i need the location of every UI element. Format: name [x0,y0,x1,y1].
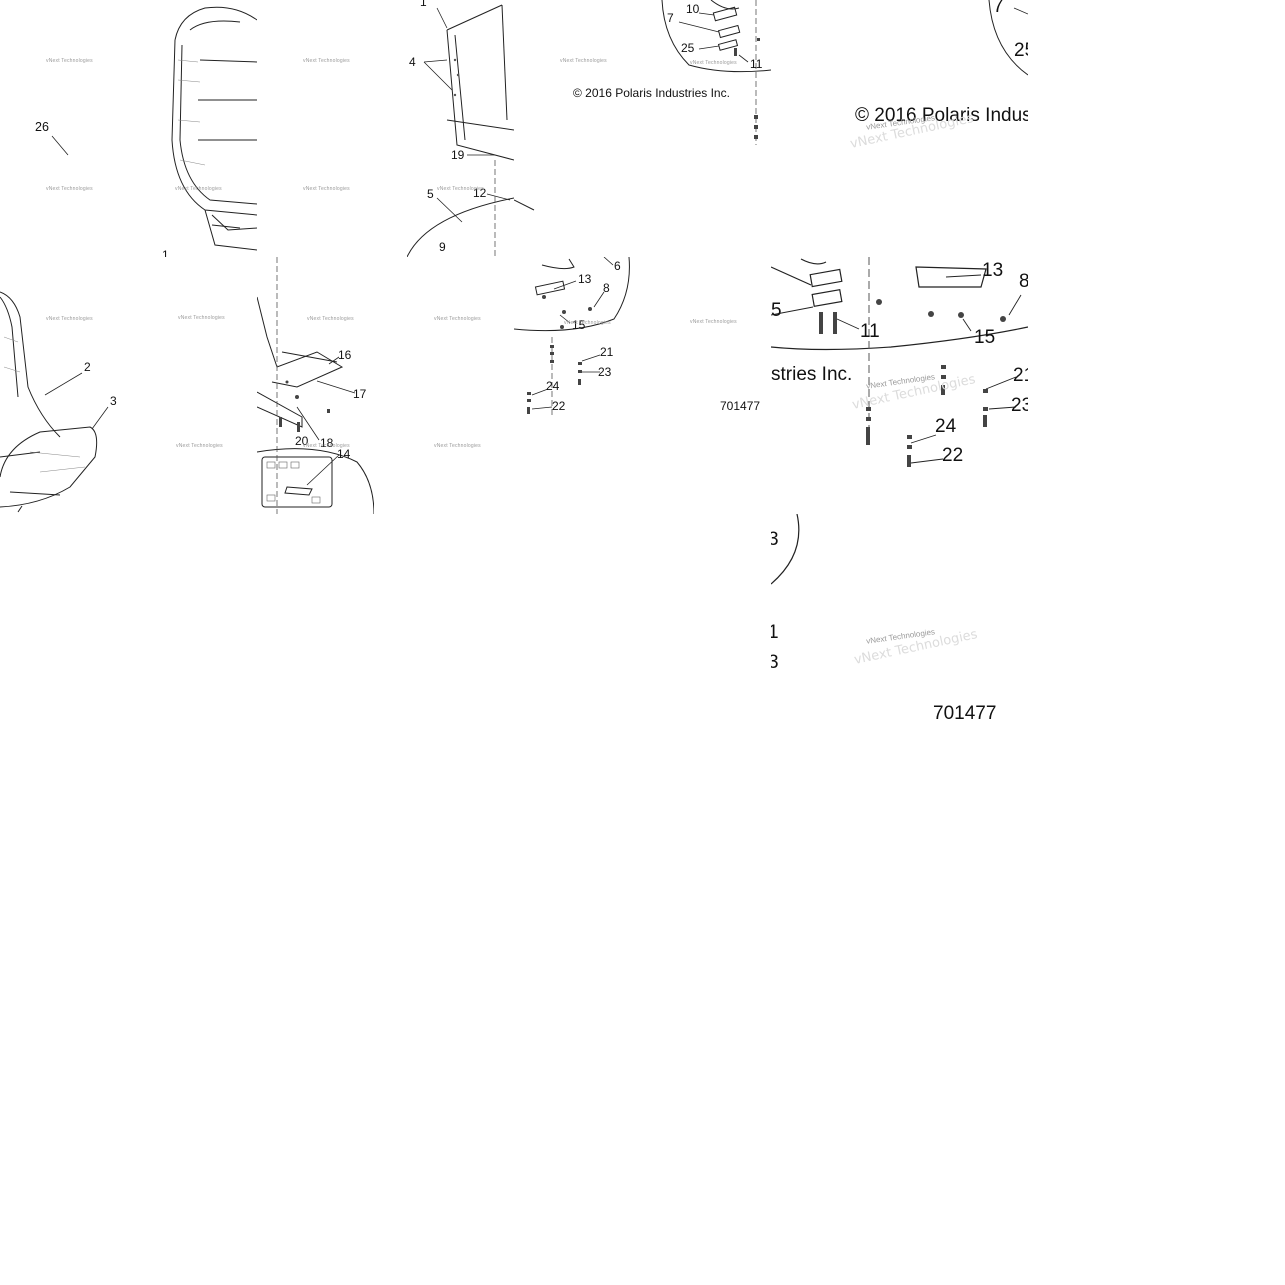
callout-1: 1 [420,0,427,9]
tile-seat-frame: 1 4 19 5 12 9 vNext Technologies [407,0,514,257]
copyright-partial: stries Inc. [771,364,853,385]
callout-8: 8 [603,281,610,295]
callout-17: 17 [353,387,367,401]
callout-25-large: 25 [1014,40,1028,61]
callout-23: 23 [598,365,612,379]
callout-2: 2 [84,360,91,374]
enlarged-bottom-outline [771,514,800,585]
callout-11: 11 [750,57,763,71]
mount-plate-drawing [514,0,771,211]
callout-14: 14 [337,447,351,461]
callout-25: 25 [681,41,695,55]
seat-back-drawing [51,6,257,251]
callout-1-seat: 1 [162,248,169,257]
seat-rail-drawing [257,257,374,514]
callout-3: 3 [110,394,117,408]
enlarged-outline [988,0,1028,76]
tile-seat-top: 26 1 vNext Technologies vNext Technologi… [0,0,257,257]
watermark: vNext Technologies [303,58,350,64]
seat-frame-drawing [407,4,514,257]
callout-21-partial: 21 [1013,365,1028,386]
watermark: vNext Technologies [690,60,737,66]
callout-23-partial: 23 [1011,395,1028,416]
enlarged-hardware-drawing [771,257,1028,467]
callout-10: 10 [686,2,700,16]
callout-7-large: 7 [993,0,1004,17]
callout-3-partial-b: 3 [771,652,779,673]
callout-22: 22 [552,399,566,413]
watermark: vNext Technologies [690,319,737,325]
tile-mount-plates: 10 7 25 11 © 2016 Polaris Industries Inc… [514,0,771,257]
watermark: vNext Technologies [303,443,350,449]
copyright-large: © 2016 Polaris Indus [855,105,1028,126]
diagram-number-large: 701477 [933,703,997,724]
watermark: vNext Technologies [434,316,481,322]
tile-seat-rail: 16 17 20 18 14 vNext Technologies vNext … [257,257,374,514]
callout-22-large: 22 [942,445,964,466]
watermark: vNext Technologies [46,58,93,64]
hardware-drawing [514,257,630,417]
watermark: vNext Technologies [176,443,223,449]
callout-13-large: 13 [982,260,1004,281]
diagram-number: 701477 [720,399,761,413]
watermark: vNext Technologies [175,186,222,192]
watermark: vNext Technologies [307,316,354,322]
copyright: © 2016 Polaris Industries Inc. [573,86,730,100]
tile-blank-1: vNext Technologies vNext Technologies [257,0,407,257]
callout-21: 21 [600,345,614,359]
callout-4: 4 [409,55,416,69]
callout-20: 20 [295,434,309,448]
callout-15: 15 [572,318,586,332]
callout-7: 7 [667,11,674,25]
callout-3-partial: 3 [771,529,779,550]
seat-cushion-drawing [0,291,109,513]
watermark: vNext Technologies [178,315,225,321]
callout-5: 5 [427,187,434,201]
watermark: vNext Technologies [437,186,484,192]
callout-1-partial: 1 [771,622,779,643]
watermark: vNext Technologies [560,58,607,64]
callout-13: 13 [578,272,592,286]
tile-enlarged-top: 7 25 © 2016 Polaris Indus vNext Technolo… [771,0,1028,150]
callout-9: 9 [439,240,446,254]
callout-5-partial: 5 [771,300,782,321]
tile-hardware: 6 13 8 15 21 23 24 22 701477 vNext Techn… [514,257,771,514]
tile-enlarged-bottom: 3 1 3 701477 vNext Technologies vNext Te… [771,514,1028,771]
tile-enlarged-hardware: 5 11 13 8 15 stries Inc. 21 23 24 22 vNe… [771,257,1028,514]
callout-12: 12 [473,186,487,200]
callout-24: 24 [546,379,560,393]
callout-24-large: 24 [935,416,957,437]
callout-16: 16 [338,348,352,362]
tile-blank-2: vNext Technologies vNext Technologies [374,257,514,514]
callout-15-large: 15 [974,327,996,348]
callout-19: 19 [451,148,465,162]
watermark: vNext Technologies [303,186,350,192]
callout-26: 26 [35,120,49,134]
callout-18: 18 [320,436,334,450]
callout-8-large: 8 [1019,271,1028,292]
tile-seat-bottom: 2 3 vNext Technologies vNext Technologie… [0,257,257,514]
watermark: vNext Technologies [434,443,481,449]
callout-6: 6 [614,259,621,273]
watermark: vNext Technologies [46,186,93,192]
callout-11-large: 11 [860,321,880,342]
watermark: vNext Technologies [46,316,93,322]
watermark: vNext Technologies [564,320,611,326]
